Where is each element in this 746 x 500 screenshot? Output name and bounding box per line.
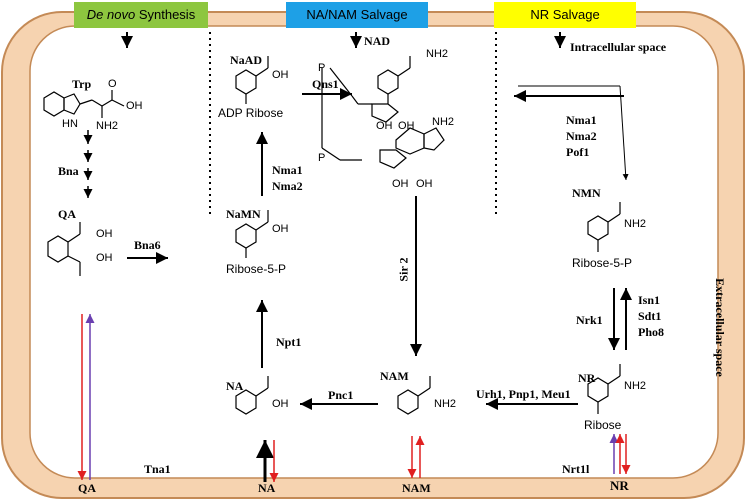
naad-oh: OH (272, 69, 289, 81)
nmn-nh2: NH2 (624, 218, 647, 230)
namn-ribose-label: Ribose-5-P (226, 262, 287, 276)
nad-oh3: OH (392, 178, 409, 190)
pho8-label: Pho8 (638, 325, 665, 339)
nr-label: NR (578, 371, 596, 385)
header-de-novo: De novo Synthesis (74, 2, 208, 28)
header-de-novo-text: Synthesis (135, 7, 196, 22)
npt1-label: Npt1 (276, 335, 302, 349)
na-oh: OH (272, 398, 289, 410)
trp-oh: OH (126, 100, 143, 112)
adp-ribose-label: ADP Ribose (218, 106, 284, 120)
nam-nh2: NH2 (434, 398, 457, 410)
header-na-nam-salvage: NA/NAM Salvage (286, 2, 428, 28)
nmn-ribose-label: Ribose-5-P (572, 256, 633, 270)
qns1-label: Qns1 (312, 77, 339, 91)
nad-p1: P (318, 62, 326, 74)
tna1-label: Tna1 (144, 462, 171, 476)
intracellular-label: Intracellular space (570, 40, 667, 54)
nrt11-label: Nrt1l (562, 462, 590, 476)
trp-o: O (108, 78, 117, 90)
nam-label: NAM (380, 369, 409, 383)
nad-p2: P (318, 152, 326, 164)
nad-nh2b: NH2 (432, 116, 455, 128)
nam-structure (397, 376, 431, 415)
qa-oh2: OH (96, 252, 113, 264)
nad-oh4: OH (416, 178, 433, 190)
trp-hn: HN (62, 118, 78, 130)
qa-structure (47, 222, 81, 276)
urh1-label: Urh1, Pnp1, Meu1 (476, 387, 571, 401)
nr-ribose-label: Ribose (584, 418, 622, 432)
namn-label: NaMN (226, 207, 261, 221)
trp-structure (43, 90, 125, 118)
nad-oh1: OH (376, 120, 393, 132)
bna-label: Bna (58, 164, 79, 178)
header-nr-salvage: NR Salvage (494, 2, 636, 28)
nad-nh2: NH2 (426, 48, 449, 60)
out-nam-label: NAM (402, 481, 431, 495)
nma2b-label: Nma2 (566, 129, 597, 143)
nad-label: NAD (364, 34, 390, 48)
pof1-label: Pof1 (566, 145, 590, 159)
isn1-label: Isn1 (638, 293, 661, 307)
nma1-label: Nma1 (272, 163, 303, 177)
naad-structure (235, 56, 269, 104)
nrk1-label: Nrk1 (576, 313, 603, 327)
out-nr-label: NR (610, 478, 629, 493)
nma2-label: Nma2 (272, 179, 303, 193)
qa-label: QA (58, 207, 76, 221)
nad-structure (321, 56, 445, 169)
nr-structure (587, 364, 621, 414)
nma1b-label: Nma1 (566, 113, 597, 127)
bna6-label: Bna6 (134, 238, 161, 252)
naad-label: NaAD (230, 53, 262, 67)
out-qa-label: QA (78, 481, 96, 495)
na-structure (235, 376, 269, 415)
extracellular-label: Extracellular space (712, 278, 727, 377)
sdt1-label: Sdt1 (638, 309, 662, 323)
out-na-label: NA (258, 481, 276, 495)
nr-nh2: NH2 (624, 380, 647, 392)
nmn-label: NMN (572, 186, 601, 200)
trp-nh2: NH2 (96, 120, 119, 132)
pnc1-label: Pnc1 (328, 388, 354, 402)
sir2-label: Sir 2 (396, 257, 411, 282)
trp-label: Trp (72, 77, 92, 91)
header-de-novo-italic: De novo (86, 7, 136, 22)
qa-oh1: OH (96, 228, 113, 240)
na-label: NA (226, 379, 244, 393)
namn-oh: OH (272, 223, 289, 235)
nad-oh2: OH (398, 120, 415, 132)
nmn-structure (587, 202, 621, 252)
namn-structure (235, 210, 269, 258)
